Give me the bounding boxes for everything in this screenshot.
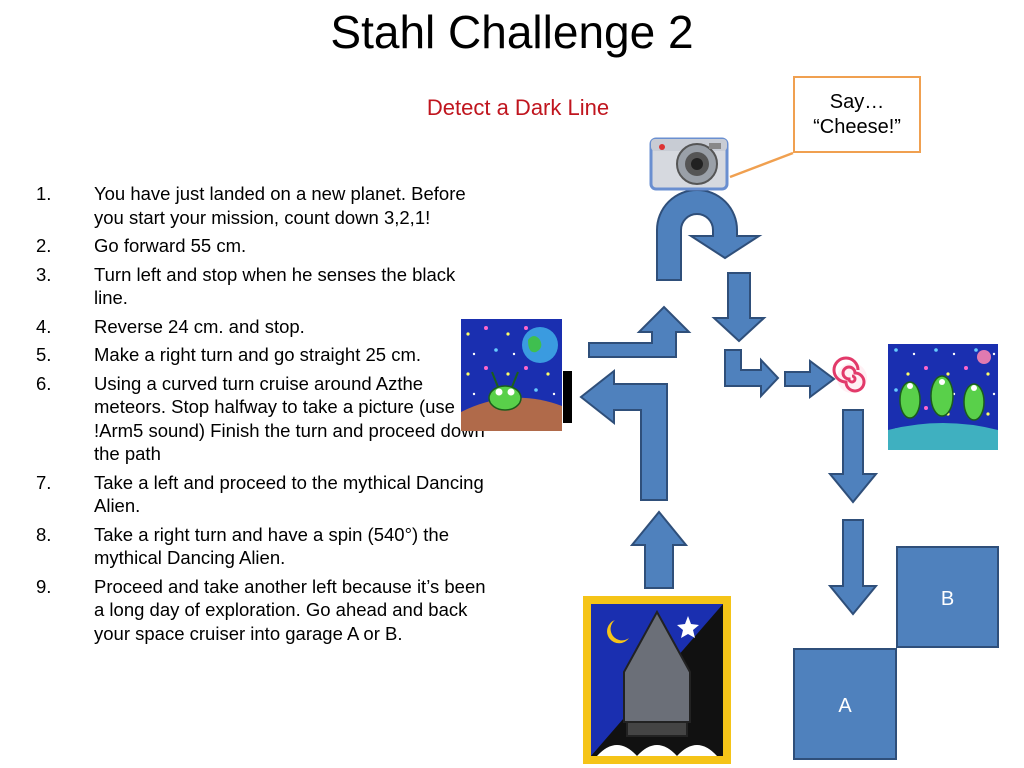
arrow-curved-uturn xyxy=(656,189,763,281)
step-number: 4. xyxy=(36,315,52,337)
callout-connector xyxy=(729,151,794,179)
step-number: 9. xyxy=(36,575,52,597)
step-number: 8. xyxy=(36,523,52,545)
step-number: 7. xyxy=(36,471,52,493)
step-text: Go forward 55 cm. xyxy=(94,235,247,256)
step-text: Reverse 24 cm. and stop. xyxy=(94,315,305,337)
step-number: 2. xyxy=(36,235,52,256)
list-item: 5. Make a right turn and go straight 25 c… xyxy=(36,343,486,367)
arrow-right-to-alien xyxy=(784,359,836,399)
speech-callout: Say… “Cheese!” xyxy=(793,76,921,153)
step-text: Take a right turn and have a spin (540°)… xyxy=(94,523,450,569)
list-item: 8. Take a right turn and have a spin (540… xyxy=(36,523,486,570)
list-item: 9. Proceed and take another left because … xyxy=(36,575,486,646)
arrow-left-turn xyxy=(579,368,668,501)
black-line xyxy=(563,371,572,423)
slide-subtitle: Detect a Dark Line xyxy=(426,95,610,120)
callout-line-1: Say… xyxy=(829,91,885,113)
list-item: 2. Go forward 55 cm. xyxy=(36,234,486,258)
list-item: 1. You have just landed on a new planet. … xyxy=(36,182,486,229)
arrow-right-turn xyxy=(588,305,692,358)
camera-icon xyxy=(649,137,729,191)
alien-planet-icon xyxy=(461,319,562,431)
arrow-down xyxy=(711,272,767,343)
arrow-down-to-garage xyxy=(827,519,879,616)
list-item: 7. Take a left and proceed to the mythica… xyxy=(36,471,486,518)
step-text: Take a left and proceed to the mythical … xyxy=(94,471,484,517)
step-number: 5. xyxy=(36,344,52,365)
rocket-icon xyxy=(583,596,731,764)
step-text: Proceed and take another left because it… xyxy=(94,575,486,644)
list-item: 3. Turn left and stop when he senses the … xyxy=(36,263,486,310)
arrow-down-from-spin xyxy=(827,409,879,504)
step-text: Make a right turn and go straight 25 cm. xyxy=(94,344,422,365)
arrow-down-right xyxy=(724,349,780,399)
garage-b: B xyxy=(896,546,999,648)
step-number: 3. xyxy=(36,263,52,285)
dancing-aliens-icon xyxy=(888,344,998,450)
arrow-up-from-start xyxy=(629,510,689,589)
step-number: 1. xyxy=(36,183,52,204)
callout-line-2: “Cheese!” xyxy=(813,116,901,138)
spiral-icon xyxy=(832,356,867,393)
list-item: 6. Using a curved turn cruise around Azth… xyxy=(36,372,486,466)
garage-a: A xyxy=(793,648,897,760)
step-number: 6. xyxy=(36,372,52,394)
instruction-list: 1. You have just landed on a new planet. … xyxy=(36,182,486,650)
list-item: 4. Reverse 24 cm. and stop. xyxy=(36,315,486,339)
step-text: You have just landed on a new planet. Be… xyxy=(94,183,466,228)
step-text: Using a curved turn cruise around Azthe … xyxy=(94,372,485,465)
step-text: Turn left and stop when he senses the bl… xyxy=(94,263,456,309)
slide-title: Stahl Challenge 2 xyxy=(330,6,694,58)
